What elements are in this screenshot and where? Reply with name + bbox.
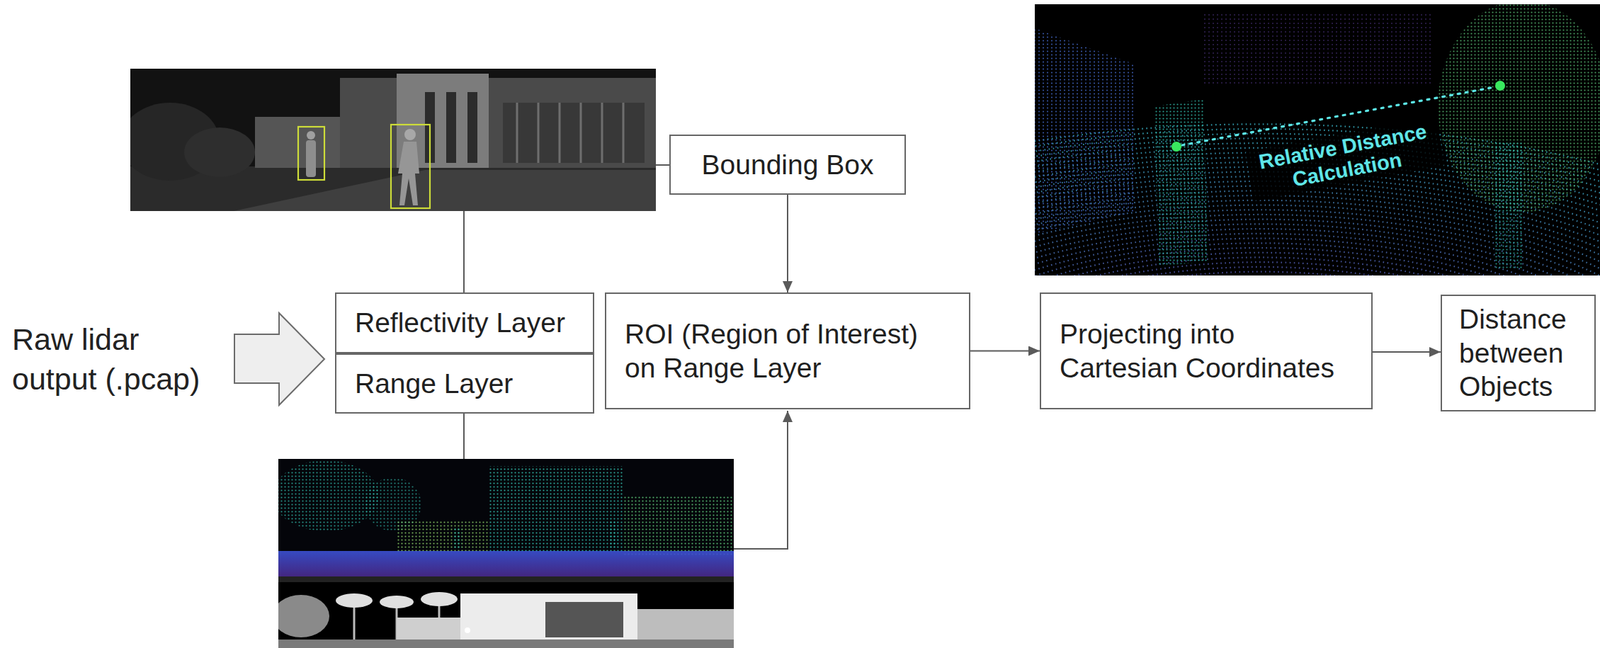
building-points — [488, 466, 624, 553]
reflectivity-image — [130, 68, 656, 212]
box-label: Projecting into Cartesian Coordinates — [1059, 317, 1347, 385]
leader-line — [463, 413, 465, 459]
range-image — [278, 458, 734, 577]
window — [545, 602, 624, 638]
detection-box — [298, 126, 325, 180]
pedestrian — [306, 131, 316, 140]
ground — [278, 639, 734, 648]
walkway — [233, 169, 656, 212]
building — [460, 593, 638, 641]
scan-ring — [1034, 267, 1570, 276]
palm-crown — [379, 595, 414, 609]
building — [396, 617, 468, 641]
grayscale-image — [278, 576, 734, 648]
leader-line — [655, 164, 670, 166]
box-label: Distance between Objects — [1459, 302, 1578, 404]
arrow-connector — [786, 194, 789, 293]
image-ground — [130, 68, 656, 212]
pedestrian-points — [453, 527, 462, 549]
distance-line — [1182, 87, 1495, 146]
detection-box — [390, 124, 430, 209]
process-box: Range Layer — [335, 353, 595, 414]
process-box: Bounding Box — [669, 134, 906, 195]
process-box: Reflectivity Layer — [335, 292, 595, 354]
trunk-points — [1494, 141, 1523, 270]
box-label: ROI (Region of Interest) on Range Layer — [624, 317, 930, 385]
palm-crown — [335, 593, 373, 608]
building-points — [396, 520, 489, 553]
box-label: Reflectivity Layer — [354, 305, 566, 340]
pedestrian — [398, 141, 420, 206]
pedestrian — [404, 128, 416, 141]
wall-points — [1204, 14, 1431, 85]
building — [637, 609, 734, 641]
building-points — [623, 495, 734, 556]
box-label: Range Layer — [354, 366, 513, 401]
box-label: Bounding Box — [701, 148, 875, 183]
palm-crown — [420, 592, 458, 607]
window-frames — [517, 102, 624, 163]
input-label: Raw lidar output (.pcap) — [12, 320, 229, 400]
process-box: ROI (Region of Interest) on Range Layer — [604, 292, 971, 410]
pedestrian — [464, 627, 471, 634]
image-ground — [278, 576, 734, 648]
process-box: Distance between Objects — [1440, 294, 1596, 412]
object-point — [1495, 80, 1506, 91]
building — [339, 77, 656, 168]
point-cloud-image — [1034, 4, 1600, 276]
annotation-text: Relative Distance Calculation — [1245, 116, 1445, 202]
window — [467, 92, 478, 163]
block-arrow — [234, 313, 325, 406]
arrow-connector — [970, 350, 1040, 353]
window-band — [502, 102, 645, 163]
image-arrow — [733, 410, 788, 549]
pedestrian-points — [609, 520, 618, 548]
wall-points — [1034, 28, 1134, 234]
tree — [278, 594, 330, 638]
leader-line — [463, 211, 465, 293]
object-point — [1171, 141, 1182, 152]
image-strip — [278, 576, 734, 583]
ground-points — [278, 551, 734, 577]
tree-points — [278, 460, 379, 532]
process-box: Projecting into Cartesian Coordinates — [1039, 292, 1373, 410]
window — [446, 92, 457, 163]
tree-points — [1154, 99, 1208, 266]
building — [254, 116, 348, 168]
pedestrian — [305, 140, 316, 178]
bush — [184, 127, 255, 178]
arrow-connector — [1372, 351, 1441, 353]
